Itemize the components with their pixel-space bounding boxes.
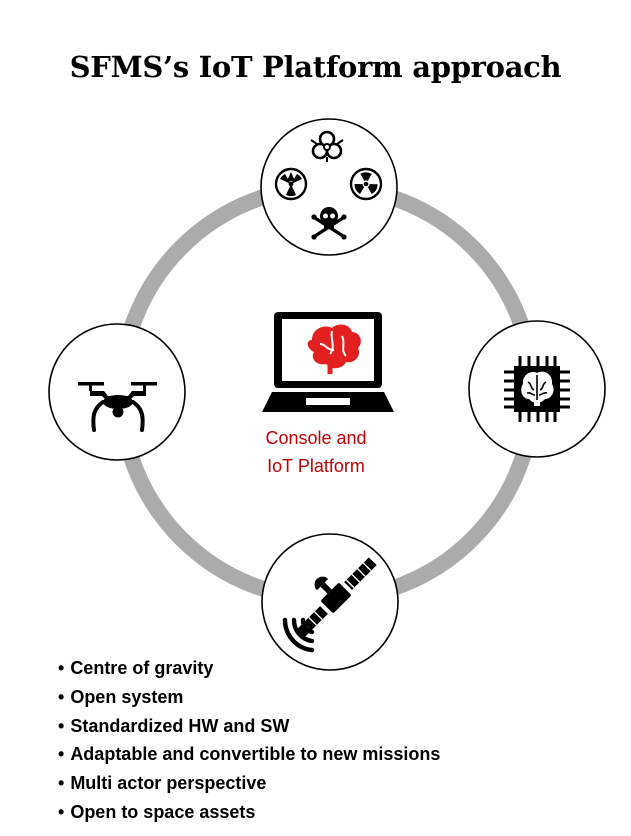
nuclear-icon <box>274 167 308 201</box>
feature-list: Centre of gravity Open system Standardiz… <box>58 654 440 827</box>
hazards-node <box>260 118 398 256</box>
feature-item: Adaptable and convertible to new mission… <box>58 740 440 769</box>
biohazard-icon <box>310 130 344 162</box>
signal-waves-icon <box>282 617 315 653</box>
center-label-line2: IoT Platform <box>267 456 365 476</box>
drone-node <box>48 323 186 461</box>
feature-item: Centre of gravity <box>58 654 440 683</box>
center-label-line1: Console and <box>265 428 367 448</box>
feature-item: Multi actor perspective <box>58 769 440 798</box>
satellite-node <box>261 533 399 671</box>
center-label: Console and IoT Platform <box>236 424 396 480</box>
feature-item: Open to space assets <box>58 798 440 827</box>
ai-chip-node <box>468 320 606 458</box>
page-title: SFMS’s IoT Platform approach <box>69 50 562 84</box>
feature-item: Standardized HW and SW <box>58 712 440 741</box>
satellite-icon <box>295 557 377 639</box>
feature-item: Open system <box>58 683 440 712</box>
ai-chip-brain-icon <box>504 356 570 422</box>
skull-crossbones-icon <box>311 207 347 240</box>
radiation-icon <box>349 167 383 201</box>
laptop-brain-icon <box>262 312 394 412</box>
brain-icon <box>307 324 361 374</box>
drone-icon <box>78 382 157 432</box>
